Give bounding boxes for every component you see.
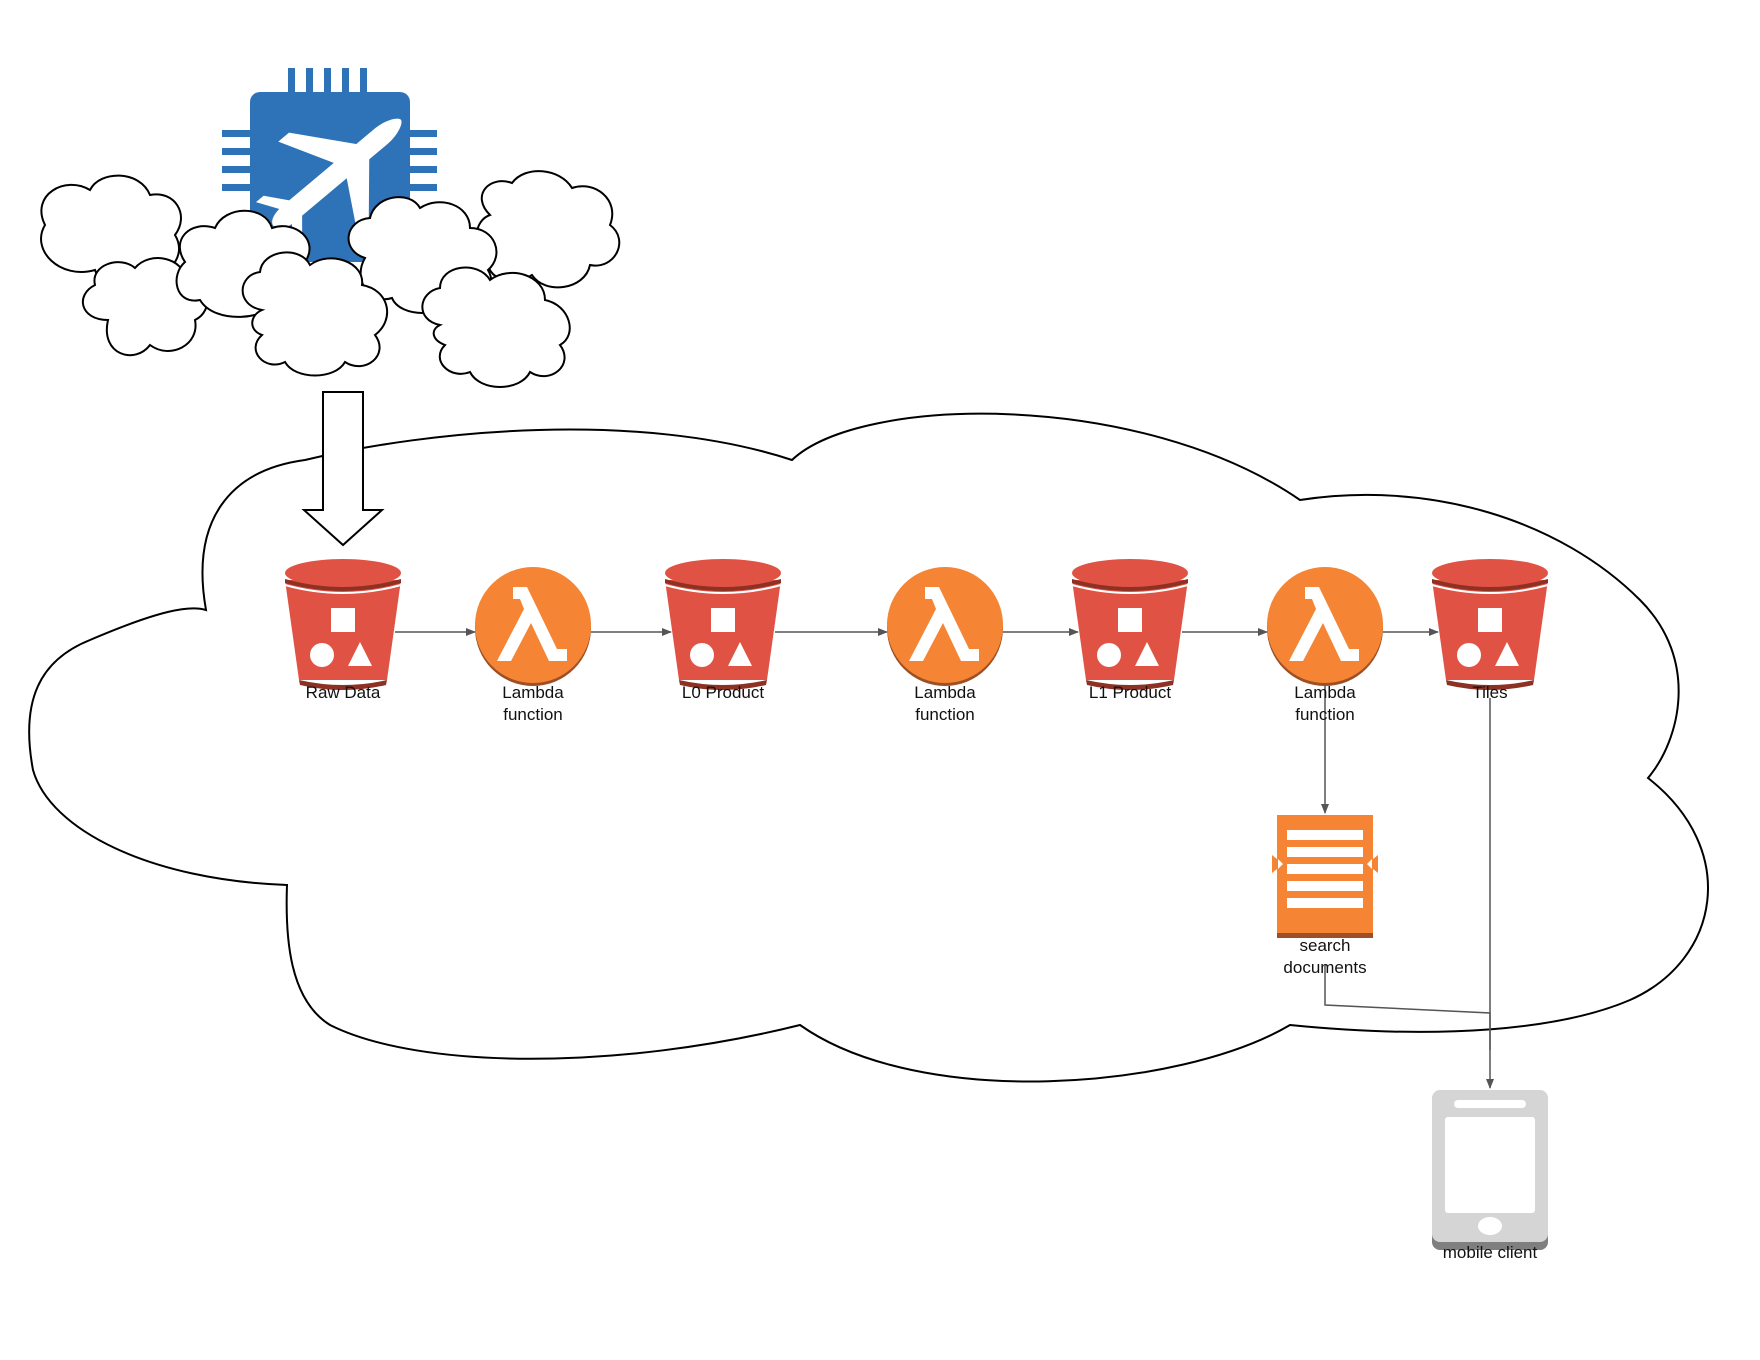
atmosphere-clouds [40, 170, 621, 388]
l0-product-label: L0 Product [682, 683, 764, 702]
lambda-icon [475, 567, 591, 686]
mobile-device-icon [1432, 1090, 1548, 1250]
l0-product-node: L0 Product [664, 559, 782, 702]
connectors [395, 628, 1494, 1089]
s3-bucket-icon [284, 559, 402, 690]
s3-bucket-icon [1431, 559, 1549, 690]
search-documents-icon [1272, 815, 1378, 938]
downlink-arrow [301, 391, 385, 547]
s3-bucket-icon [1071, 559, 1189, 690]
raw-data-node: Raw Data [284, 559, 402, 702]
lambda-icon [887, 567, 1003, 686]
aws-cloud-boundary [28, 412, 1709, 1083]
lambda-icon [1267, 567, 1383, 686]
l1-product-node: L1 Product [1071, 559, 1189, 702]
l1-product-label: L1 Product [1089, 683, 1171, 702]
edge-search-documents-mobile-client [1324, 965, 1491, 1050]
raw-data-label: Raw Data [306, 683, 381, 702]
s3-bucket-icon [664, 559, 782, 690]
mobile-client-label: mobile client [1443, 1243, 1538, 1262]
tiles-label: Tiles [1472, 683, 1507, 702]
mobile-client-node: mobile client [1432, 1090, 1548, 1262]
tiles-node: Tiles [1431, 559, 1549, 702]
